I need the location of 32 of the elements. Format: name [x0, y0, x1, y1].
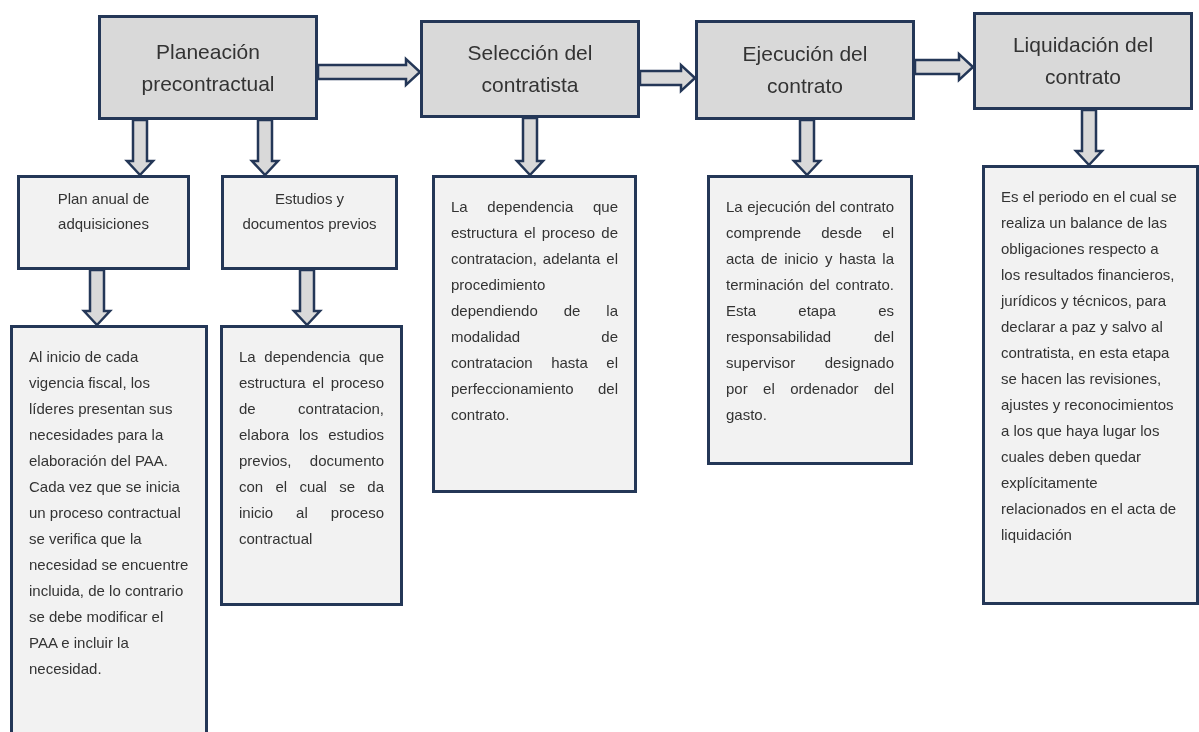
block-arrow: [81, 268, 113, 327]
stage-title: Selección del contratista: [466, 40, 594, 98]
stage-box: [973, 12, 1193, 110]
description-text: Es el periodo en el cual se realiza un balance de las obligaciones respecto a los resultados financieros, jurídicos y técnicos, para declarar a paz y salvo al contratista, en esta etapa se hacen las revisiones, ajustes y reconocimientos a los que haya lugar los cuales deben quedar explícitamente relacionados en el acta de liquidación: [1001, 187, 1178, 545]
stage-box: [420, 20, 640, 118]
description-text: La ejecución del contrato comprende desde el acta de inicio y hasta la terminación del contrato. Esta etapa es responsabilidad del supervisor designado por el ordenador del gasto.: [726, 197, 894, 425]
step-box: [221, 175, 398, 270]
description-text: La dependencia que estructura el proceso de contratacion, adelanta el procedimiento dependiendo de la modalidad de contratacion hasta el perfeccionamiento del contrato.: [451, 197, 618, 425]
block-arrow: [316, 56, 422, 88]
description-box: [432, 175, 637, 493]
description-box: [220, 325, 403, 606]
description-text: Al inicio de cada vigencia fiscal, los líderes presentan sus necesidades para la elaboración del PAA. Cada vez que se inicia un proceso contractual se verifica que la necesidad se encuentre incluida, de lo contrario se debe modificar el PAA e incluir la necesidad.: [29, 347, 189, 679]
block-arrow: [913, 51, 975, 83]
block-arrow: [514, 116, 546, 177]
stage-title: Planeación precontractual: [140, 38, 276, 97]
block-arrow: [291, 268, 323, 327]
stage-title: Plan anual de adquisiciones: [56, 189, 151, 234]
stage-box: [695, 20, 915, 120]
description-box: [10, 325, 208, 732]
stage-box: [98, 15, 318, 120]
block-arrow: [249, 118, 281, 177]
stage-title: Liquidación del contrato: [1011, 32, 1155, 90]
block-arrow: [1073, 108, 1105, 167]
stage-title: Estudios y documentos previos: [241, 189, 378, 234]
step-box: [17, 175, 190, 270]
block-arrow: [638, 62, 697, 94]
description-box: [707, 175, 913, 465]
description-text: La dependencia que estructura el proceso de contratacion, elabora los estudios previos, documento con el cual se da inicio al proceso contractual: [239, 347, 384, 549]
block-arrow: [791, 118, 823, 177]
block-arrow: [124, 118, 156, 177]
description-box: [982, 165, 1199, 605]
stage-title: Ejecución del contrato: [741, 41, 869, 99]
